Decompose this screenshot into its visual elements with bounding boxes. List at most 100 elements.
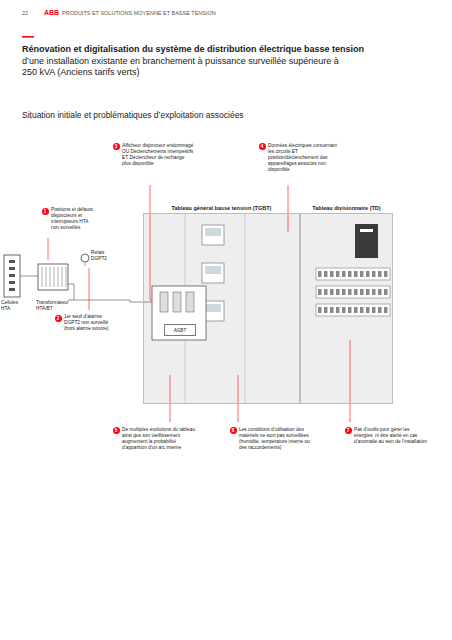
- breaker-row: [316, 304, 390, 316]
- hta-cell-indicators: [9, 260, 15, 291]
- breaker-module: [318, 271, 322, 277]
- breaker-module: [378, 271, 382, 277]
- callout-number: 4: [259, 143, 266, 150]
- breaker-row: [316, 286, 390, 298]
- transformer-fin: [66, 267, 67, 287]
- breaker-module: [336, 289, 340, 295]
- breaker-module: [336, 271, 340, 277]
- breaker-pole: [173, 292, 181, 312]
- leader-line: [170, 375, 171, 422]
- breaker-module: [372, 271, 376, 277]
- part-label: Transformateur HTA/BT: [36, 300, 76, 312]
- breaker-name: AGBT: [165, 325, 195, 336]
- subtitle: d’une installation existante en branchem…: [22, 56, 352, 79]
- breaker-module: [354, 271, 358, 277]
- panel-heading: Tableau divisionnaire (TD): [301, 204, 392, 212]
- accent-rule: [22, 36, 34, 38]
- title: Rénovation et digitalisation du système …: [22, 44, 442, 56]
- breaker-row: [316, 268, 390, 280]
- breaker-module: [318, 289, 322, 295]
- meter: [202, 263, 224, 283]
- part-label: Cellules HTA: [1, 300, 27, 312]
- breaker-module: [324, 289, 328, 295]
- td-device-slot: [360, 229, 373, 232]
- breaker-pole: [160, 292, 168, 312]
- leader-line: [288, 185, 289, 232]
- panel-heading: Tableau général basse tension (TGBT): [144, 204, 299, 212]
- header-text: PRODUITS ET SOLUTIONS MOYENNE ET BASSE T…: [62, 10, 262, 17]
- panel-ground: [143, 213, 300, 404]
- callout-text: Données électriques concernant les circu…: [268, 143, 338, 173]
- leader-line: [48, 238, 49, 260]
- breaker-module: [372, 307, 376, 313]
- hta-cell: [4, 255, 20, 297]
- breaker-module: [384, 307, 388, 313]
- callout-number: 2: [55, 315, 62, 322]
- meter: [202, 225, 224, 245]
- breaker-module: [354, 307, 358, 313]
- callout-number: 1: [42, 208, 49, 215]
- leader-line: [150, 300, 152, 301]
- callout-text: Afficheur disjoncteur endommagé OU Décle…: [122, 143, 194, 167]
- breaker-module: [342, 289, 346, 295]
- breaker-module: [360, 307, 364, 313]
- breaker-module: [330, 307, 334, 313]
- callout-number: 7: [345, 427, 352, 434]
- breaker-module: [324, 307, 328, 313]
- breaker-module: [342, 271, 346, 277]
- callout-number: 6: [230, 427, 237, 434]
- breaker-module: [318, 307, 322, 313]
- transformer: [38, 264, 68, 290]
- breaker-module: [384, 271, 388, 277]
- leader-line: [238, 375, 239, 422]
- leader-line: [89, 268, 90, 310]
- panel-divider: [245, 213, 246, 404]
- breaker-module: [330, 271, 334, 277]
- callout-number: 3: [113, 143, 120, 150]
- callout-text: 1er seuil d’alarme DGPT2 non surveillé (…: [64, 314, 116, 332]
- panel-tgbt: Tableau général basse tension (TGBT)AGBT: [143, 213, 300, 404]
- breaker-module: [366, 307, 370, 313]
- breaker-module: [372, 289, 376, 295]
- cell-indicator: [9, 260, 15, 263]
- transformer-fin: [46, 267, 47, 287]
- breaker-pole: [186, 292, 194, 312]
- breaker-body: [152, 286, 206, 340]
- breaker-module: [360, 271, 364, 277]
- breaker-module: [366, 289, 370, 295]
- transformer-fin: [54, 267, 55, 287]
- cable: [68, 284, 74, 300]
- panel-td: Tableau divisionnaire (TD): [300, 213, 393, 404]
- breaker-module: [366, 271, 370, 277]
- breaker-module: [348, 307, 352, 313]
- breaker-module: [342, 307, 346, 313]
- transformer-fin: [62, 267, 63, 287]
- cell-indicator: [9, 274, 15, 277]
- callout-text: De multiples évolutions du tableau ainsi…: [122, 427, 198, 451]
- cell-indicator: [9, 281, 15, 284]
- callout-text: Positions et défauts disjoncteurs et int…: [51, 207, 97, 231]
- page-number: 22: [22, 10, 36, 17]
- transformer-fin: [42, 267, 43, 287]
- breaker-module: [330, 289, 334, 295]
- cell-indicator: [9, 267, 15, 270]
- leader-line: [150, 185, 151, 300]
- transformer-fin: [50, 267, 51, 287]
- breaker-module: [354, 289, 358, 295]
- breaker-module: [324, 271, 328, 277]
- callout-text: Pas d’outils pour gérer les énergies, ni…: [354, 427, 430, 445]
- breaker-module: [378, 307, 382, 313]
- relay-symbol: [81, 254, 89, 262]
- transformer-fin: [58, 267, 59, 287]
- header-block: Rénovation et digitalisation du système …: [22, 44, 442, 79]
- panel-ground: [300, 213, 393, 404]
- breaker-module: [360, 289, 364, 295]
- breaker-module: [348, 289, 352, 295]
- part-label: Relais DGPT2: [91, 250, 115, 262]
- transformer-fins: [42, 267, 66, 287]
- td-device: [355, 224, 378, 258]
- breaker-module: [378, 289, 382, 295]
- cable: [20, 276, 38, 277]
- breaker-module: [384, 289, 388, 295]
- cell-indicator: [9, 288, 15, 291]
